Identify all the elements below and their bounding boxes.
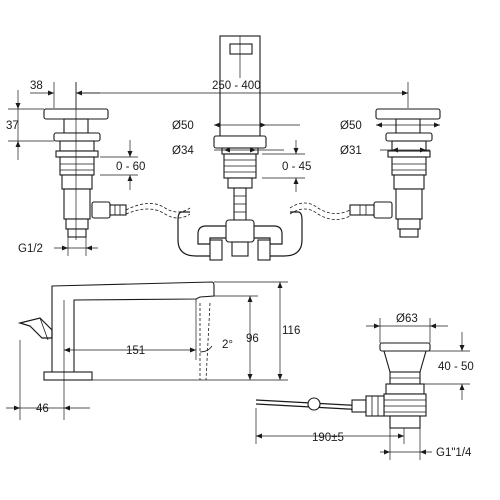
- label-reach: 151: [126, 345, 145, 357]
- label-thread-inlet: G1/2: [18, 243, 43, 255]
- label-valve-base-dia: Ø31: [340, 145, 362, 157]
- label-thread-drain: G1"1/4: [436, 447, 472, 459]
- label-left-adjust: 0 - 60: [116, 161, 145, 173]
- top-dimensions: [8, 36, 440, 256]
- center-spout: [177, 35, 351, 261]
- label-handle-height: 37: [6, 120, 19, 132]
- left-valve: [43, 108, 191, 238]
- right-valve: [349, 108, 441, 238]
- label-spout-dia: Ø50: [172, 120, 194, 132]
- label-handle-width: 38: [30, 80, 43, 92]
- label-spread: 250 - 400: [212, 80, 261, 92]
- label-angle: 2°: [222, 339, 233, 351]
- label-spout-adjust: 0 - 45: [282, 161, 311, 173]
- label-base-offset: 46: [36, 403, 49, 415]
- label-valve-dia: Ø50: [340, 120, 362, 132]
- label-drain-dia: Ø63: [396, 313, 418, 325]
- label-spout-height: 96: [246, 333, 259, 345]
- label-total-height: 116: [282, 325, 300, 337]
- drain-assembly: [255, 318, 470, 460]
- label-drain-height: 40 - 50: [438, 361, 474, 373]
- side-view-spout: [6, 281, 288, 420]
- label-spout-base-dia: Ø34: [172, 145, 194, 157]
- dimension-labels: 38 250 - 400 37 0 - 60 Ø50 Ø34 0 - 45 Ø5…: [6, 80, 474, 459]
- label-rod-length: 190±5: [312, 432, 344, 444]
